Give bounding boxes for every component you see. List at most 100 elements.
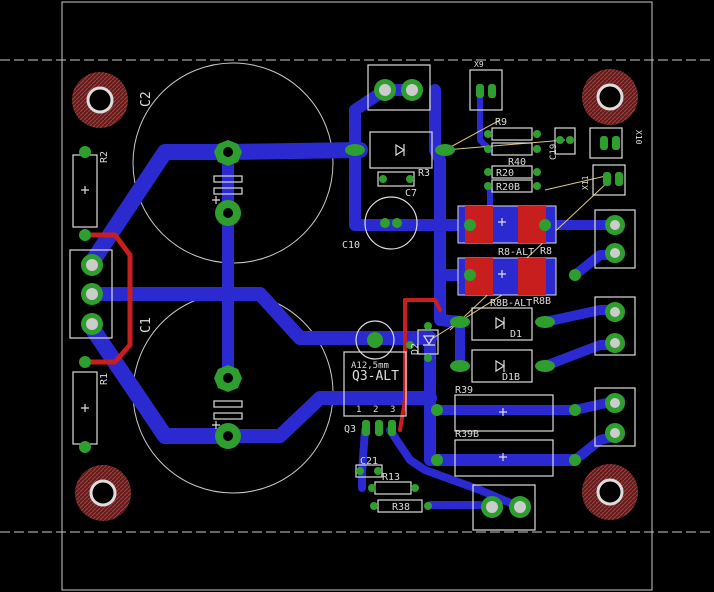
pad bbox=[431, 454, 443, 466]
pad bbox=[484, 130, 492, 138]
pad bbox=[380, 218, 390, 228]
label-c1: C1 bbox=[139, 317, 154, 333]
pad bbox=[535, 316, 555, 328]
label-a125mm: A12,5mm bbox=[351, 361, 389, 371]
pad bbox=[605, 393, 625, 413]
pad bbox=[615, 172, 623, 186]
pad bbox=[569, 269, 581, 281]
pad bbox=[605, 215, 625, 235]
pad bbox=[401, 79, 423, 101]
label-pin3: 3 bbox=[390, 405, 395, 415]
label-r39b: R39B bbox=[455, 429, 479, 440]
label-r8: R8 bbox=[540, 246, 552, 257]
pad bbox=[484, 145, 492, 153]
pad bbox=[535, 360, 555, 372]
pad bbox=[368, 484, 376, 492]
label-c10: C10 bbox=[342, 240, 360, 251]
pad bbox=[603, 172, 611, 186]
label-c21: C21 bbox=[360, 456, 378, 467]
pad bbox=[388, 420, 396, 436]
pad bbox=[379, 175, 387, 183]
pad bbox=[556, 136, 564, 144]
label-pin2: 2 bbox=[373, 405, 378, 415]
pad bbox=[362, 420, 370, 436]
pad bbox=[509, 496, 531, 518]
top-copper-traces bbox=[82, 232, 442, 432]
pad bbox=[392, 218, 402, 228]
pad bbox=[424, 502, 432, 510]
pad bbox=[435, 144, 455, 156]
label-r1: R1 bbox=[99, 373, 110, 385]
label-x9: X9 bbox=[474, 60, 484, 69]
label-r38: R38 bbox=[392, 502, 410, 513]
pad bbox=[214, 365, 242, 392]
pad bbox=[81, 283, 103, 305]
pad bbox=[450, 360, 470, 372]
label-r8b-alt: R8B-ALT bbox=[490, 298, 532, 309]
pad bbox=[374, 79, 396, 101]
pad bbox=[215, 423, 241, 449]
pad bbox=[356, 467, 364, 475]
labels: C2 C1 R2 R1 X9 R9 R40 C19 X10 R20 R20B X… bbox=[99, 60, 643, 513]
pad bbox=[605, 423, 625, 443]
pad bbox=[484, 182, 492, 190]
mounting-hole bbox=[75, 465, 131, 521]
label-q3-alt: Q3-ALT bbox=[352, 369, 399, 384]
pad bbox=[566, 136, 574, 144]
pad bbox=[79, 229, 91, 241]
pad bbox=[569, 404, 581, 416]
pad bbox=[431, 404, 443, 416]
pad bbox=[605, 302, 625, 322]
silkscreen-glyphs bbox=[81, 143, 507, 461]
label-r3: R3 bbox=[418, 168, 430, 179]
pad bbox=[600, 136, 608, 150]
label-r40: R40 bbox=[508, 157, 526, 168]
pad bbox=[476, 84, 484, 98]
pad bbox=[481, 496, 503, 518]
label-c2: C2 bbox=[139, 91, 154, 107]
pad bbox=[406, 341, 414, 349]
label-c7: C7 bbox=[405, 188, 417, 199]
pad bbox=[345, 144, 365, 156]
label-x10: X10 bbox=[634, 130, 643, 145]
pad bbox=[79, 356, 91, 368]
mounting-hole bbox=[72, 72, 128, 128]
pad bbox=[569, 454, 581, 466]
airwires bbox=[429, 119, 611, 341]
pad bbox=[605, 243, 625, 263]
label-r8-alt: R8-ALT bbox=[498, 247, 534, 258]
mounting-hole bbox=[582, 69, 638, 125]
pad bbox=[370, 502, 378, 510]
pad bbox=[484, 168, 492, 176]
pad bbox=[81, 313, 103, 335]
pad bbox=[81, 254, 103, 276]
label-r2: R2 bbox=[99, 151, 110, 163]
label-x11: X11 bbox=[581, 175, 590, 190]
mounting-holes bbox=[72, 69, 638, 521]
pad bbox=[79, 146, 91, 158]
label-r9: R9 bbox=[495, 117, 507, 128]
pad bbox=[406, 175, 414, 183]
pad bbox=[533, 145, 541, 153]
pad bbox=[539, 219, 551, 231]
pad bbox=[79, 441, 91, 453]
pad bbox=[533, 130, 541, 138]
label-r39: R39 bbox=[455, 385, 473, 396]
pad bbox=[464, 269, 476, 281]
pad bbox=[464, 219, 476, 231]
label-r13: R13 bbox=[382, 472, 400, 483]
mounting-hole bbox=[582, 464, 638, 520]
label-d1b: D1B bbox=[502, 372, 520, 383]
pad bbox=[612, 136, 620, 150]
pad bbox=[533, 168, 541, 176]
pad bbox=[215, 200, 241, 226]
bottom-copper-traces bbox=[82, 84, 625, 511]
pads bbox=[79, 79, 625, 518]
label-r20b: R20B bbox=[496, 182, 520, 193]
label-c19: C19 bbox=[549, 144, 559, 160]
pad bbox=[424, 354, 432, 362]
label-pin1: 1 bbox=[356, 405, 361, 415]
pad bbox=[424, 322, 432, 330]
pad bbox=[214, 140, 242, 166]
